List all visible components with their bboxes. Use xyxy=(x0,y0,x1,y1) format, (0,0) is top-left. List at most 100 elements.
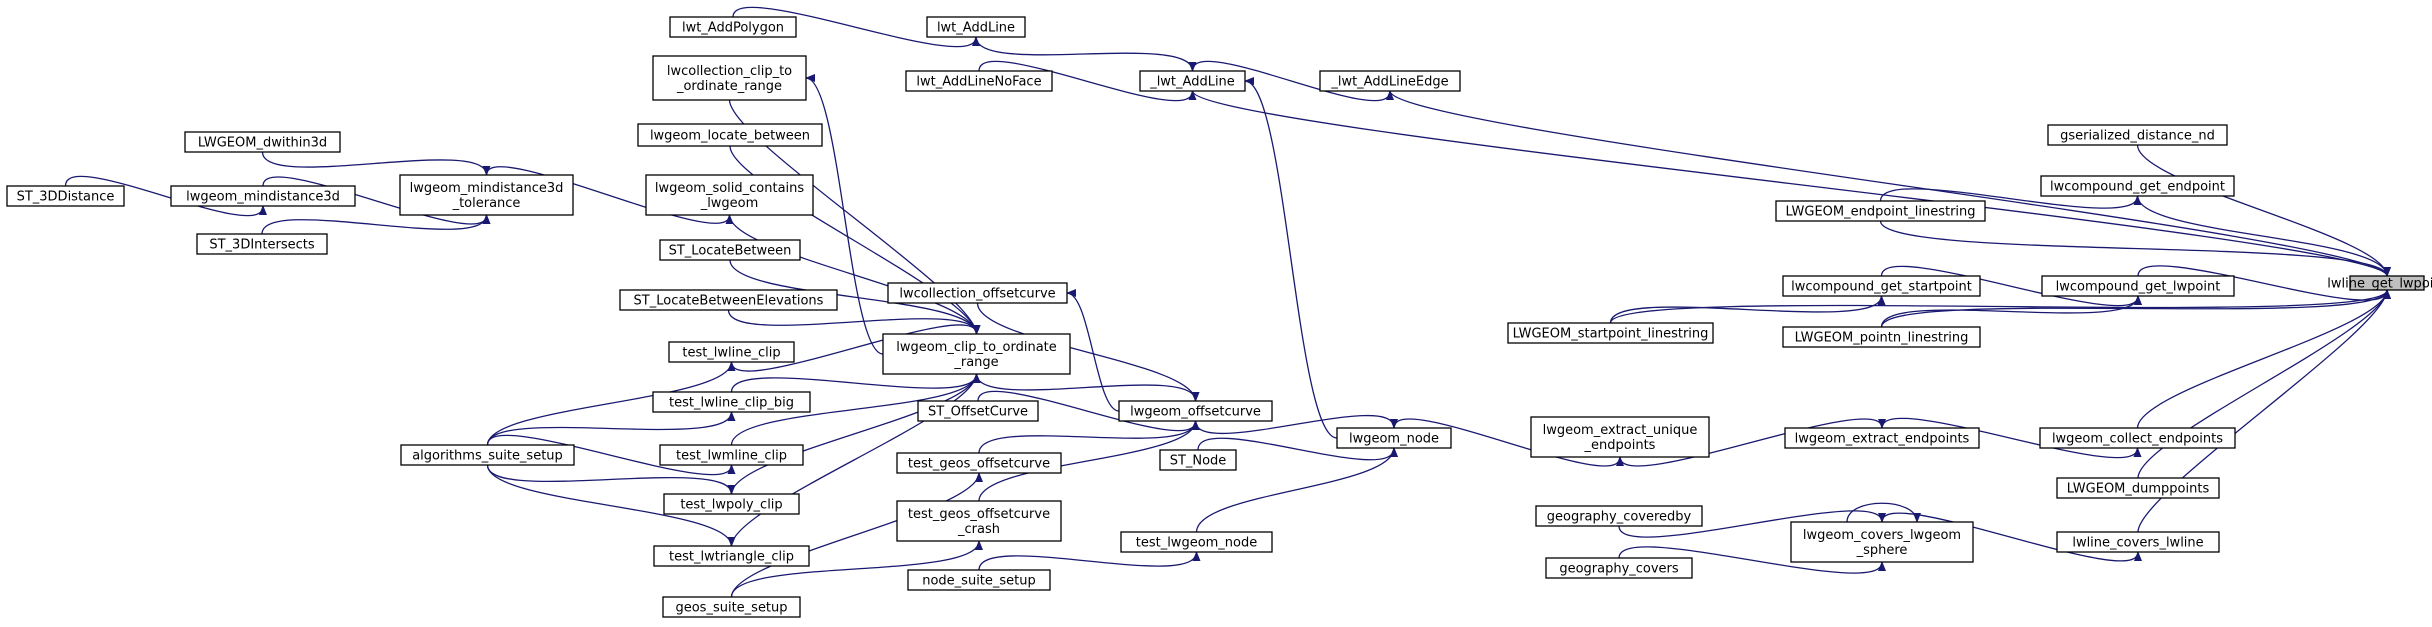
node-ST_LocateBetweenElevations[interactable]: ST_LocateBetweenElevations xyxy=(619,289,838,311)
edge-lwt_AddLineNoFace-to-_lwt_AddLine xyxy=(978,60,1197,102)
node-box xyxy=(184,131,341,153)
node-geos_suite_setup[interactable]: geos_suite_setup xyxy=(662,596,801,618)
node-lwgeom_collect_endpoints[interactable]: lwgeom_collect_endpoints xyxy=(2039,427,2236,449)
node-algorithms_suite_setup[interactable]: algorithms_suite_setup xyxy=(400,444,575,466)
edge-LWGEOM_dwithin3d-to-lwgeom_mindistance3d_tolerance xyxy=(261,151,491,176)
node-box xyxy=(659,239,801,261)
node-lwcollection_clip_to_ordinate_range[interactable]: lwcollection_clip_to_ordinate_range xyxy=(652,55,807,101)
node-label: lwcompound_get_startpoint xyxy=(1791,280,1972,295)
node-test_lwmline_clip[interactable]: test_lwmline_clip xyxy=(659,444,804,466)
node-lwgeom_covers_lwgeom_sphere[interactable]: lwgeom_covers_lwgeom_sphere xyxy=(1790,521,1974,563)
node-box xyxy=(907,569,1051,591)
node-ST_Node[interactable]: ST_Node xyxy=(1159,449,1237,471)
edge-lwcompound_get_startpoint-to-lwcompound_get_lwpoint xyxy=(1880,265,2142,307)
node-test_lwpoly_clip[interactable]: test_lwpoly_clip xyxy=(663,493,800,515)
node-test_lwtriangle_clip[interactable]: test_lwtriangle_clip xyxy=(653,545,810,567)
node-test_geos_offsetcurve[interactable]: test_geos_offsetcurve xyxy=(896,452,1062,474)
node-label: ST_Node xyxy=(1170,454,1227,469)
node-lwcompound_get_lwpoint[interactable]: lwcompound_get_lwpoint xyxy=(2041,275,2235,297)
node-test_lwgeom_node[interactable]: test_lwgeom_node xyxy=(1120,531,1273,553)
edge-lwgeom_solid_contains_lwgeom-to-lwgeom_clip_to_ordinate_range xyxy=(728,214,981,335)
node-LWGEOM_startpoint_linestring[interactable]: LWGEOM_startpoint_linestring xyxy=(1507,322,1714,344)
node-lwgeom_mindistance3d[interactable]: lwgeom_mindistance3d xyxy=(170,185,356,207)
edge-lwgeom_offsetcurve-to-lwgeom_node xyxy=(1194,414,1398,435)
node-label: lwgeom_mindistance3d xyxy=(410,181,564,196)
node-geography_coveredby[interactable]: geography_coveredby xyxy=(1535,505,1703,527)
node-label: _endpoints xyxy=(1584,438,1656,453)
node-LWGEOM_dwithin3d[interactable]: LWGEOM_dwithin3d xyxy=(184,131,341,153)
node-box xyxy=(399,174,574,216)
node-lwgeom_solid_contains_lwgeom[interactable]: lwgeom_solid_contains_lwgeom xyxy=(645,174,814,216)
node-lwcompound_get_endpoint[interactable]: lwcompound_get_endpoint xyxy=(2040,175,2235,197)
node-test_lwline_clip[interactable]: test_lwline_clip xyxy=(668,341,795,363)
node-LWGEOM_pointn_linestring[interactable]: LWGEOM_pointn_linestring xyxy=(1782,326,1981,348)
node-lwt_AddLineNoFace[interactable]: lwt_AddLineNoFace xyxy=(905,70,1053,92)
node-label: geography_coveredby xyxy=(1547,510,1692,525)
node-lwgeom_clip_to_ordinate_range[interactable]: lwgeom_clip_to_ordinate_range xyxy=(882,333,1071,375)
edge-geos_suite_setup-to-test_geos_offsetcurve xyxy=(730,472,983,598)
edge-test_lwline_clip_big-to-lwgeom_clip_to_ordinate_range xyxy=(730,373,981,393)
node-gserialized_distance_nd[interactable]: gserialized_distance_nd xyxy=(2047,124,2228,146)
node-lwgeom_mindistance3d_tolerance[interactable]: lwgeom_mindistance3d_tolerance xyxy=(399,174,574,216)
node-lwt_AddPolygon[interactable]: lwt_AddPolygon xyxy=(669,16,797,38)
node-box xyxy=(896,452,1062,474)
node-lwcompound_get_startpoint[interactable]: lwcompound_get_startpoint xyxy=(1782,275,1981,297)
node-label: lwgeom_clip_to_ordinate xyxy=(896,340,1057,355)
node-lwgeom_extract_unique_endpoints[interactable]: lwgeom_extract_unique_endpoints xyxy=(1530,416,1710,458)
node-label: geos_suite_setup xyxy=(675,601,787,616)
node-node_suite_setup[interactable]: node_suite_setup xyxy=(907,569,1051,591)
edge-ST_3DDistance-to-lwgeom_mindistance3d xyxy=(64,175,267,217)
node-box xyxy=(663,493,800,515)
edge-test_lwmline_clip-to-lwgeom_clip_to_ordinate_range xyxy=(730,373,981,446)
node-lwgeom_extract_endpoints[interactable]: lwgeom_extract_endpoints xyxy=(1784,427,1980,449)
node-ST_OffsetCurve[interactable]: ST_OffsetCurve xyxy=(917,400,1039,422)
node-ST_LocateBetween[interactable]: ST_LocateBetween xyxy=(659,239,801,261)
node-lwgeom_offsetcurve[interactable]: lwgeom_offsetcurve xyxy=(1118,400,1273,422)
node-box xyxy=(652,55,807,101)
node-lwgeom_node[interactable]: lwgeom_node xyxy=(1336,427,1452,449)
node-box xyxy=(1790,521,1974,563)
node-label: test_lwtriangle_clip xyxy=(669,550,794,565)
node-ST_3DDistance[interactable]: ST_3DDistance xyxy=(6,185,125,207)
node-label: lwgeom_node xyxy=(1349,432,1439,447)
node-geography_covers[interactable]: geography_covers xyxy=(1545,557,1693,579)
edge-LWGEOM_startpoint_linestring-to-lwline_get_lwpoint xyxy=(1609,289,2391,324)
node-label: LWGEOM_dwithin3d xyxy=(198,136,327,151)
node-ST_3DIntersects[interactable]: ST_3DIntersects xyxy=(196,233,328,255)
node-label: lwgeom_covers_lwgeom xyxy=(1803,528,1961,543)
node-box xyxy=(887,282,1068,304)
node-label: _range xyxy=(953,355,998,370)
node-test_lwline_clip_big[interactable]: test_lwline_clip_big xyxy=(652,391,811,413)
edge-lwcollection_offsetcurve-to-lwgeom_offsetcurve xyxy=(976,302,1200,402)
node-lwgeom_locate_between[interactable]: lwgeom_locate_between xyxy=(637,123,823,147)
node-label: lwcollection_offsetcurve xyxy=(899,287,1055,302)
node-_lwt_AddLine[interactable]: _lwt_AddLine xyxy=(1139,70,1246,92)
node-test_geos_offsetcurve_crash[interactable]: test_geos_offsetcurve_crash xyxy=(896,500,1062,542)
node-box xyxy=(1530,416,1710,458)
node-lwcollection_offsetcurve[interactable]: lwcollection_offsetcurve xyxy=(887,282,1068,304)
edge-lwcollection_clip_to_ordinate_range-to-lwgeom_clip_to_ordinate_range xyxy=(728,99,981,335)
node-box xyxy=(196,233,328,255)
node-box xyxy=(662,596,801,618)
node-label: ST_OffsetCurve xyxy=(928,405,1028,420)
node-lwt_AddLine[interactable]: lwt_AddLine xyxy=(926,16,1026,38)
node-box xyxy=(896,500,1062,542)
edge-lwgeom_collect_endpoints-to-lwline_get_lwpoint xyxy=(2136,289,2391,429)
node-lwline_get_lwpoint[interactable]: lwline_get_lwpoint xyxy=(2327,275,2432,292)
node-box xyxy=(1782,326,1981,348)
edge-LWGEOM_startpoint_linestring-to-lwcompound_get_startpoint xyxy=(1609,295,1886,324)
node-box xyxy=(619,289,838,311)
node-box xyxy=(1535,505,1703,527)
edge-lwgeom_offsetcurve-to-lwcollection_offsetcurve xyxy=(1066,289,1120,412)
edge-lwgeom_extract_unique_endpoints-to-lwgeom_extract_endpoints xyxy=(1619,418,1886,467)
edge-lwgeom_node-to-lwgeom_extract_unique_endpoints xyxy=(1393,418,1624,467)
node-box xyxy=(2056,477,2220,499)
node-LWGEOM_dumppoints[interactable]: LWGEOM_dumppoints xyxy=(2056,477,2220,499)
node-LWGEOM_endpoint_linestring[interactable]: LWGEOM_endpoint_linestring xyxy=(1775,200,1986,222)
edge-algorithms_suite_setup-to-test_lwline_clip xyxy=(486,361,736,446)
node-label: algorithms_suite_setup xyxy=(412,449,563,464)
node-_lwt_AddLineEdge[interactable]: _lwt_AddLineEdge xyxy=(1319,70,1461,92)
node-lwline_covers_lwline[interactable]: lwline_covers_lwline xyxy=(2056,531,2220,553)
node-label: test_geos_offsetcurve xyxy=(908,507,1050,522)
